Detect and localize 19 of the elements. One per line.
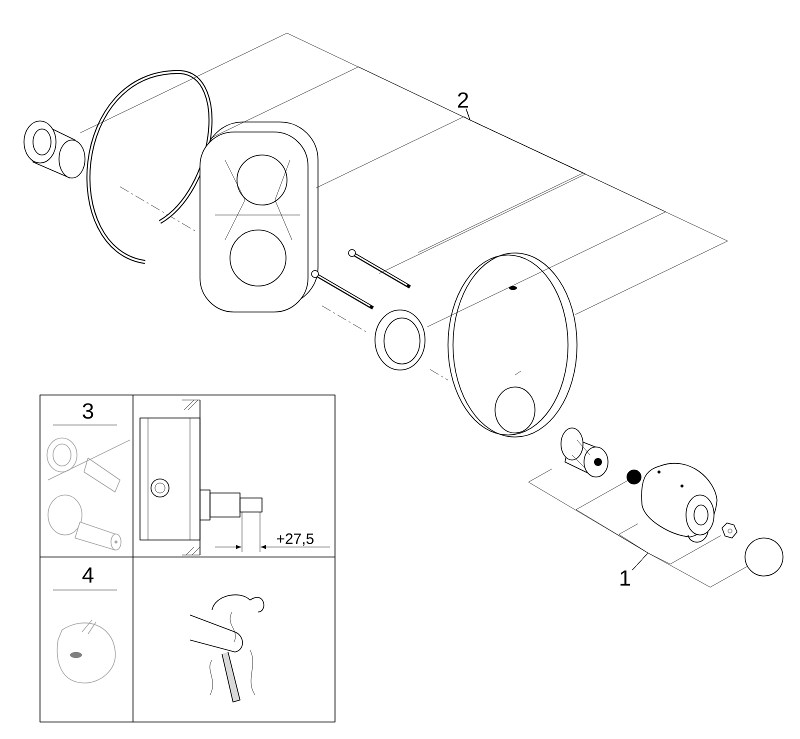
- callout-number: 2: [458, 92, 468, 108]
- nut-drawing: [722, 522, 738, 538]
- sleeve-drawing: [24, 120, 86, 178]
- screw-drawing: [348, 249, 411, 289]
- cover-plate-drawing: [448, 252, 578, 438]
- handle-drawing: [641, 462, 718, 543]
- cartridge-drawing: [560, 428, 608, 478]
- callout-number: 1: [620, 570, 630, 586]
- leader-line: [466, 108, 728, 315]
- callout-number: 4: [82, 567, 94, 583]
- screw-drawing: [311, 270, 374, 310]
- callout-number: 3: [82, 403, 94, 419]
- mounting-plate-drawing: [200, 122, 318, 312]
- leader-line: [632, 552, 748, 588]
- seal-drawing: [86, 70, 212, 264]
- spring-drawing: [626, 470, 642, 484]
- dimension-text: +27,5: [276, 533, 314, 546]
- cap-drawing: [744, 538, 784, 576]
- ring-drawing: [374, 310, 426, 370]
